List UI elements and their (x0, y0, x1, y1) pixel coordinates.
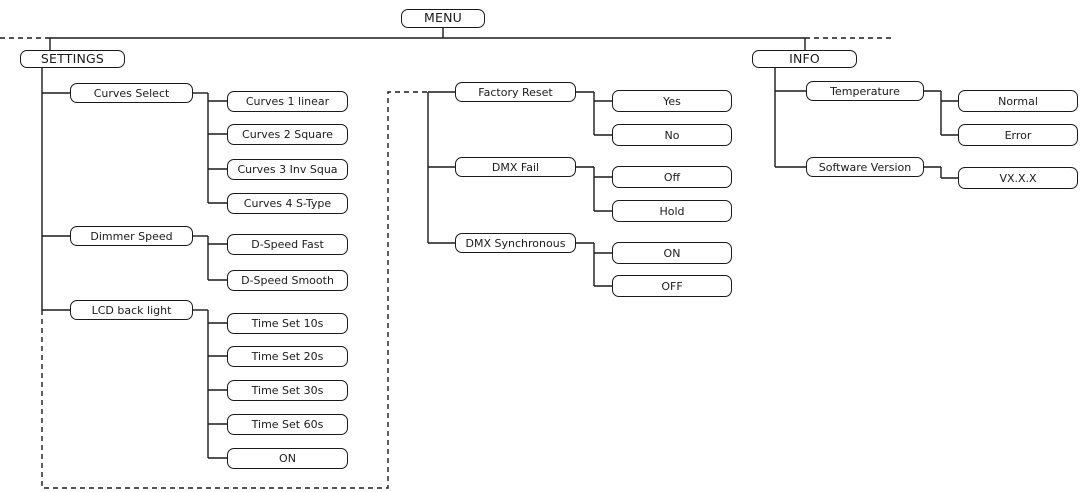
lcd-back-light-node: LCD back light (70, 300, 193, 320)
lcd-on-node: ON (227, 448, 348, 469)
curves-4-s-type-node: Curves 4 S-Type (227, 193, 348, 214)
d-speed-fast-node: D-Speed Fast (227, 234, 348, 255)
menu-root-node: MENU (401, 9, 485, 28)
dimmer-speed-node: Dimmer Speed (70, 226, 193, 246)
settings-node: SETTINGS (20, 50, 125, 68)
time-set-10s-node: Time Set 10s (227, 313, 348, 334)
dmx-fail-hold-node: Hold (612, 200, 732, 222)
factory-reset-yes-node: Yes (612, 90, 732, 112)
time-set-30s-node: Time Set 30s (227, 380, 348, 401)
time-set-60s-node: Time Set 60s (227, 414, 348, 435)
dmx-synchronous-off-node: OFF (612, 275, 732, 297)
dmx-fail-off-node: Off (612, 166, 732, 188)
software-version-value-node: VX.X.X (958, 167, 1078, 189)
temperature-error-node: Error (958, 124, 1078, 146)
dmx-synchronous-on-node: ON (612, 242, 732, 264)
curves-select-node: Curves Select (70, 83, 193, 103)
temperature-node: Temperature (806, 81, 924, 101)
curves-3-inv-squa-node: Curves 3 Inv Squa (227, 159, 348, 180)
software-version-node: Software Version (806, 157, 924, 177)
factory-reset-no-node: No (612, 124, 732, 146)
temperature-normal-node: Normal (958, 90, 1078, 112)
dmx-synchronous-node: DMX Synchronous (455, 233, 576, 253)
curves-2-square-node: Curves 2 Square (227, 124, 348, 145)
dmx-fail-node: DMX Fail (455, 157, 576, 177)
time-set-20s-node: Time Set 20s (227, 346, 348, 367)
factory-reset-node: Factory Reset (455, 82, 576, 102)
info-node: INFO (752, 50, 857, 68)
d-speed-smooth-node: D-Speed Smooth (227, 270, 348, 291)
curves-1-linear-node: Curves 1 linear (227, 91, 348, 112)
